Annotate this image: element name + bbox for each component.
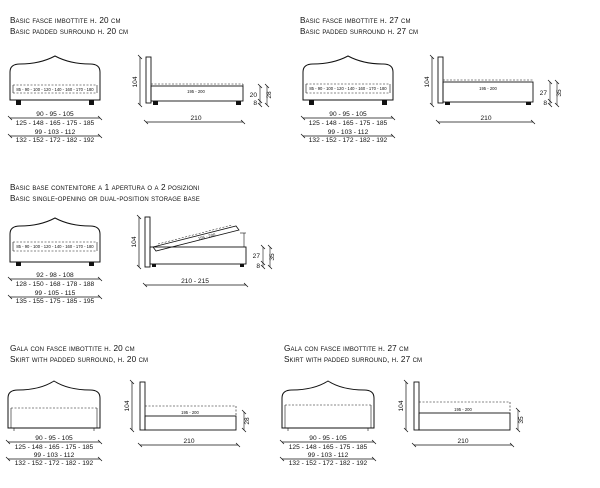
dim-c-label: 35 [269,253,276,261]
mattress-label: 195 - 200 [181,410,199,415]
side-view-gala20: 195 - 200 104 210 28 [124,379,251,448]
length-label: 210 [480,115,491,122]
dim-label: 90 - 95 - 105 [329,111,367,118]
dim-label: 125 - 148 - 165 - 175 - 185 [289,444,368,451]
dim-label: 99 - 105 - 115 [35,290,76,297]
dim-label: 90 - 95 - 105 [36,111,74,118]
dim-c-label: 35 [556,89,563,97]
title-it: Basic fasce imbottite h. 27 cm [300,16,411,25]
front-view-basic20: 85 - 90 - 100 - 120 - 140 - 160 - 170 - … [9,55,101,105]
dim-c-label: 35 [518,416,525,424]
dim-label: 99 - 103 - 112 [308,452,349,459]
inner-width-label: 85 - 90 - 100 - 120 - 140 - 160 - 170 - … [309,86,387,91]
height-label: 104 [131,236,138,247]
front-view-gala27 [281,380,375,431]
front-view-basic27: 85 - 90 - 100 - 120 - 140 - 160 - 170 - … [302,55,394,105]
front-view-gala20 [7,380,101,431]
side-view-basic27: 195 - 200 104 210 27 8 35 [424,54,563,125]
section-title-basic27: Basic fasce imbottite h. 27 cm Basic pad… [300,15,418,37]
dim-label: 132 - 152 - 172 - 182 - 192 [16,137,95,144]
section-title-gala20: Gala con fasce imbottite h. 20 cm Skirt … [10,343,148,365]
side-view-gala27: 195 - 200 104 210 35 [398,379,525,448]
title-it: Gala con fasce imbottite h. 20 cm [10,344,135,353]
inner-width-label: 85 - 90 - 100 - 120 - 140 - 160 - 170 - … [16,87,94,92]
dim-label: 125 - 148 - 165 - 175 - 185 [16,120,95,127]
front-dims-storage: 92 - 98 - 108 128 - 150 - 168 - 178 - 18… [7,272,103,305]
dim-label: 90 - 95 - 105 [309,435,347,442]
dim-c-label: 28 [244,417,251,425]
title-en: Basic single-opening or dual-position st… [10,194,200,203]
front-dims-basic20: 90 - 95 - 105 125 - 148 - 165 - 175 - 18… [7,111,103,144]
mattress-label: 195 - 200 [197,232,216,241]
dim-label: 90 - 95 - 105 [35,435,73,442]
dim-label: 132 - 152 - 172 - 182 - 192 [15,460,94,467]
length-label: 210 [183,438,194,445]
height-label: 104 [424,76,431,87]
dim-label: 92 - 98 - 108 [36,272,74,279]
dim-label: 99 - 103 - 112 [328,129,369,136]
title-en: Skirt with padded surround, h. 27 cm [284,355,423,364]
dim-b-label: 8 [543,100,547,107]
section-title-basic20: Basic fasce imbottite h. 20 cm Basic pad… [10,15,128,37]
dim-a-label: 20 [250,92,258,99]
dim-a-label: 27 [540,90,548,97]
mattress-label: 195 - 200 [479,86,497,91]
length-label: 210 [457,438,468,445]
dim-b-label: 8 [253,100,257,107]
dim-label: 135 - 155 - 175 - 185 - 195 [16,298,95,305]
side-view-basic20: 195 - 200 104 210 20 8 28 [132,54,273,125]
dim-c-label: 28 [266,91,273,99]
dim-a-label: 27 [253,253,261,260]
length-label: 210 [190,115,201,122]
dim-label: 128 - 150 - 168 - 178 - 188 [16,281,95,288]
mattress-label: 195 - 200 [454,407,472,412]
front-dims-gala27: 90 - 95 - 105 125 - 148 - 165 - 175 - 18… [279,435,377,467]
dim-label: 132 - 152 - 172 - 182 - 192 [289,460,368,467]
dim-label: 125 - 148 - 165 - 175 - 185 [15,444,94,451]
dim-label: 99 - 103 - 112 [34,452,75,459]
height-label: 104 [132,76,139,87]
title-en: Skirt with padded surround, h. 20 cm [10,355,149,364]
title-it: Basic base contenitore a 1 apertura o a … [10,183,200,192]
section-title-gala27: Gala con fasce imbottite h. 27 cm Skirt … [284,343,422,365]
mattress-label: 195 - 200 [187,89,205,94]
title-en: Basic padded surround h. 27 cm [300,27,419,36]
dim-label: 99 - 103 - 112 [35,129,76,136]
title-it: Basic fasce imbottite h. 20 cm [10,16,121,25]
front-view-storage: 85 - 90 - 100 - 120 - 140 - 160 - 170 - … [9,217,101,266]
height-label: 104 [124,400,131,411]
dim-b-label: 8 [256,263,260,270]
dim-label: 125 - 148 - 165 - 175 - 185 [309,120,388,127]
front-dims-gala20: 90 - 95 - 105 125 - 148 - 165 - 175 - 18… [5,435,103,467]
section-title-storage: Basic base contenitore a 1 apertura o a … [10,182,200,204]
front-dims-basic27: 90 - 95 - 105 125 - 148 - 165 - 175 - 18… [300,111,396,144]
title-it: Gala con fasce imbottite h. 27 cm [284,344,409,353]
length-label: 210 - 215 [181,278,209,285]
inner-width-label: 85 - 90 - 100 - 120 - 140 - 160 - 170 - … [16,244,94,249]
dim-label: 132 - 152 - 172 - 182 - 192 [309,137,388,144]
height-label: 104 [398,400,405,411]
side-view-storage: 195 - 200 104 210 - 215 27 8 35 [131,214,276,288]
title-en: Basic padded surround h. 20 cm [10,27,129,36]
